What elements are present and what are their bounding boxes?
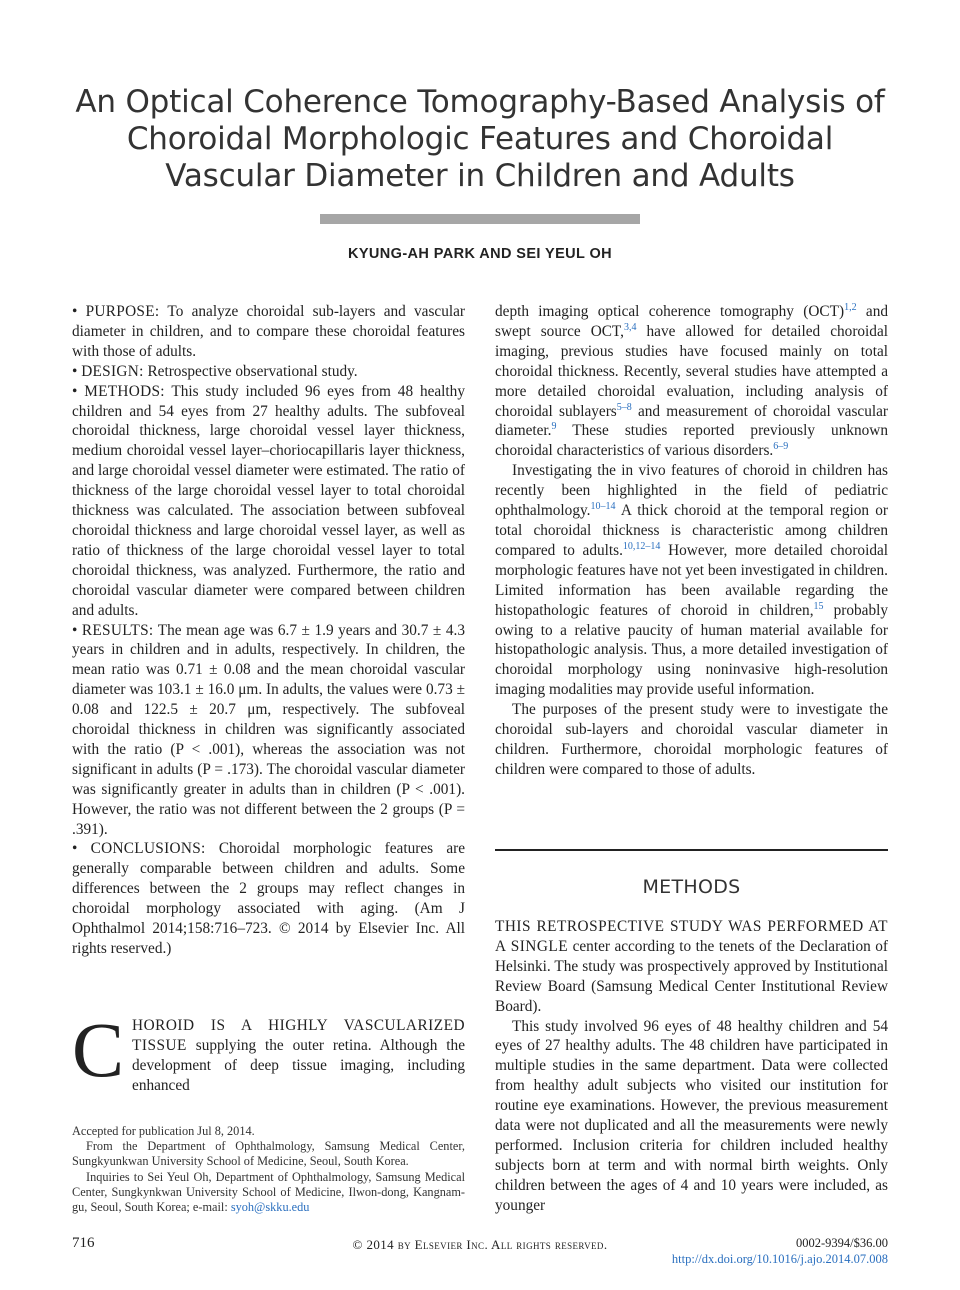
citation-link[interactable]: 9	[551, 421, 557, 433]
accepted-note: Accepted for publication Jul 8, 2014.	[72, 1124, 255, 1138]
issn: 0002-9394/$36.00	[795, 1236, 888, 1250]
methods-paragraph: THIS RETROSPECTIVE STUDY WAS PERFORMED A…	[495, 918, 888, 1015]
abstract-design: • DESIGN: Retrospective observational st…	[72, 362, 358, 380]
intro-paragraph: C HOROID IS A HIGHLY VASCULARIZED TISSUE…	[72, 1006, 465, 1096]
intro-continued: depth imaging optical coherence tomograp…	[495, 302, 888, 780]
section-heading-methods: METHODS	[642, 876, 741, 898]
abstract-methods: • METHODS: This study included 96 eyes f…	[72, 382, 465, 619]
intro-lead: HOROID IS A HIGHLY VASCULARIZED TISSUE	[132, 1017, 465, 1054]
issn-doi-block: 0002-9394/$36.00 http://dx.doi.org/10.10…	[672, 1236, 888, 1267]
citation-link[interactable]: 10–14	[590, 500, 616, 512]
body-paragraph: Investigating the in vivo features of ch…	[495, 462, 889, 699]
author-line: KYUNG-AH PARK AND SEI YEUL OH	[347, 246, 613, 262]
body-paragraph: The purposes of the present study were t…	[495, 701, 888, 778]
drop-cap: C	[72, 1006, 125, 1093]
article-title: An Optical Coherence Tomography-Based An…	[75, 84, 885, 194]
doi-link[interactable]: http://dx.doi.org/10.1016/j.ajo.2014.07.…	[671, 1251, 888, 1266]
citation-link[interactable]: 5–8	[616, 401, 632, 413]
methods-paragraph: This study involved 96 eyes of 48 health…	[495, 1017, 888, 1214]
body-paragraph: depth imaging optical coherence tomograp…	[495, 301, 888, 460]
abstract-conclusions: • CONCLUSIONS: Choroidal morphologic fea…	[72, 840, 465, 957]
abstract-results: • RESULTS: The mean age was 6.7 ± 1.9 ye…	[72, 621, 465, 838]
abstract-purpose: • PURPOSE: To analyze choroidal sub-laye…	[72, 303, 465, 360]
affiliation-note: From the Department of Ophthalmology, Sa…	[72, 1139, 465, 1169]
title-divider	[320, 214, 640, 224]
inquiries-note: Inquiries to Sei Yeul Oh, Department of …	[72, 1169, 465, 1215]
citation-link[interactable]: 15	[813, 600, 824, 612]
methods-text: THIS RETROSPECTIVE STUDY WAS PERFORMED A…	[495, 917, 888, 1216]
section-divider	[495, 849, 888, 851]
citation-link[interactable]: 3,4	[623, 321, 637, 333]
copyright-line: © 2014 by Elsevier Inc. All rights reser…	[352, 1237, 608, 1252]
email-link[interactable]: syoh@skku.edu	[230, 1200, 310, 1215]
intro-text: supplying the outer retina. Although the…	[132, 1036, 465, 1094]
abstract: • PURPOSE: To analyze choroidal sub-laye…	[72, 302, 465, 959]
page-number: 716	[72, 1235, 95, 1251]
footnotes: Accepted for publication Jul 8, 2014. Fr…	[72, 1124, 465, 1215]
citation-link[interactable]: 10,12–14	[622, 540, 661, 552]
citation-link[interactable]: 6–9	[773, 441, 789, 453]
citation-link[interactable]: 1,2	[844, 301, 857, 313]
